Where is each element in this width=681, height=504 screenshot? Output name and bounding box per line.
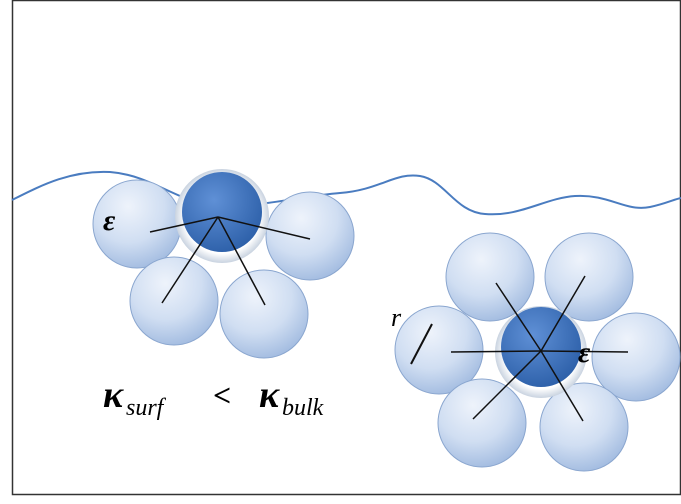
central-ion <box>182 172 262 252</box>
surface-cluster: ε <box>92 169 355 359</box>
bond-line <box>540 350 629 353</box>
kappa-comparison: κ surf < κ bulk <box>103 374 324 421</box>
bond-line <box>217 216 311 240</box>
solvent-molecule <box>129 256 219 346</box>
bond-line <box>495 282 542 352</box>
solvent-molecule <box>437 378 527 468</box>
kappa-bulk-subscript: bulk <box>282 395 324 421</box>
bulk-cluster: r ε <box>391 232 681 472</box>
bond-line <box>450 350 542 353</box>
bond-line <box>540 275 586 352</box>
radius-marker <box>410 323 433 365</box>
liquid-surface-line <box>11 170 681 216</box>
epsilon-label-surface: ε <box>103 204 116 237</box>
solvent-molecule <box>539 382 629 472</box>
bond-line <box>161 216 219 304</box>
solvent-molecule <box>544 232 634 322</box>
bond-line <box>149 216 219 233</box>
central-ion <box>501 307 581 387</box>
radius-label: r <box>391 303 402 332</box>
bond-line <box>217 216 266 306</box>
solvent-molecule <box>265 191 355 281</box>
kappa-surf-subscript: surf <box>126 395 167 421</box>
epsilon-label-bulk: ε <box>578 336 591 369</box>
solvent-molecule <box>394 305 484 395</box>
bond-line <box>472 350 542 420</box>
kappa-surf-symbol: κ <box>103 374 124 416</box>
solvent-molecule <box>591 312 681 402</box>
less-than-sign: < <box>213 377 231 413</box>
bond-line <box>540 350 584 422</box>
solvent-molecule <box>445 232 535 322</box>
kappa-bulk-symbol: κ <box>259 374 280 416</box>
solvent-molecule <box>219 269 309 359</box>
